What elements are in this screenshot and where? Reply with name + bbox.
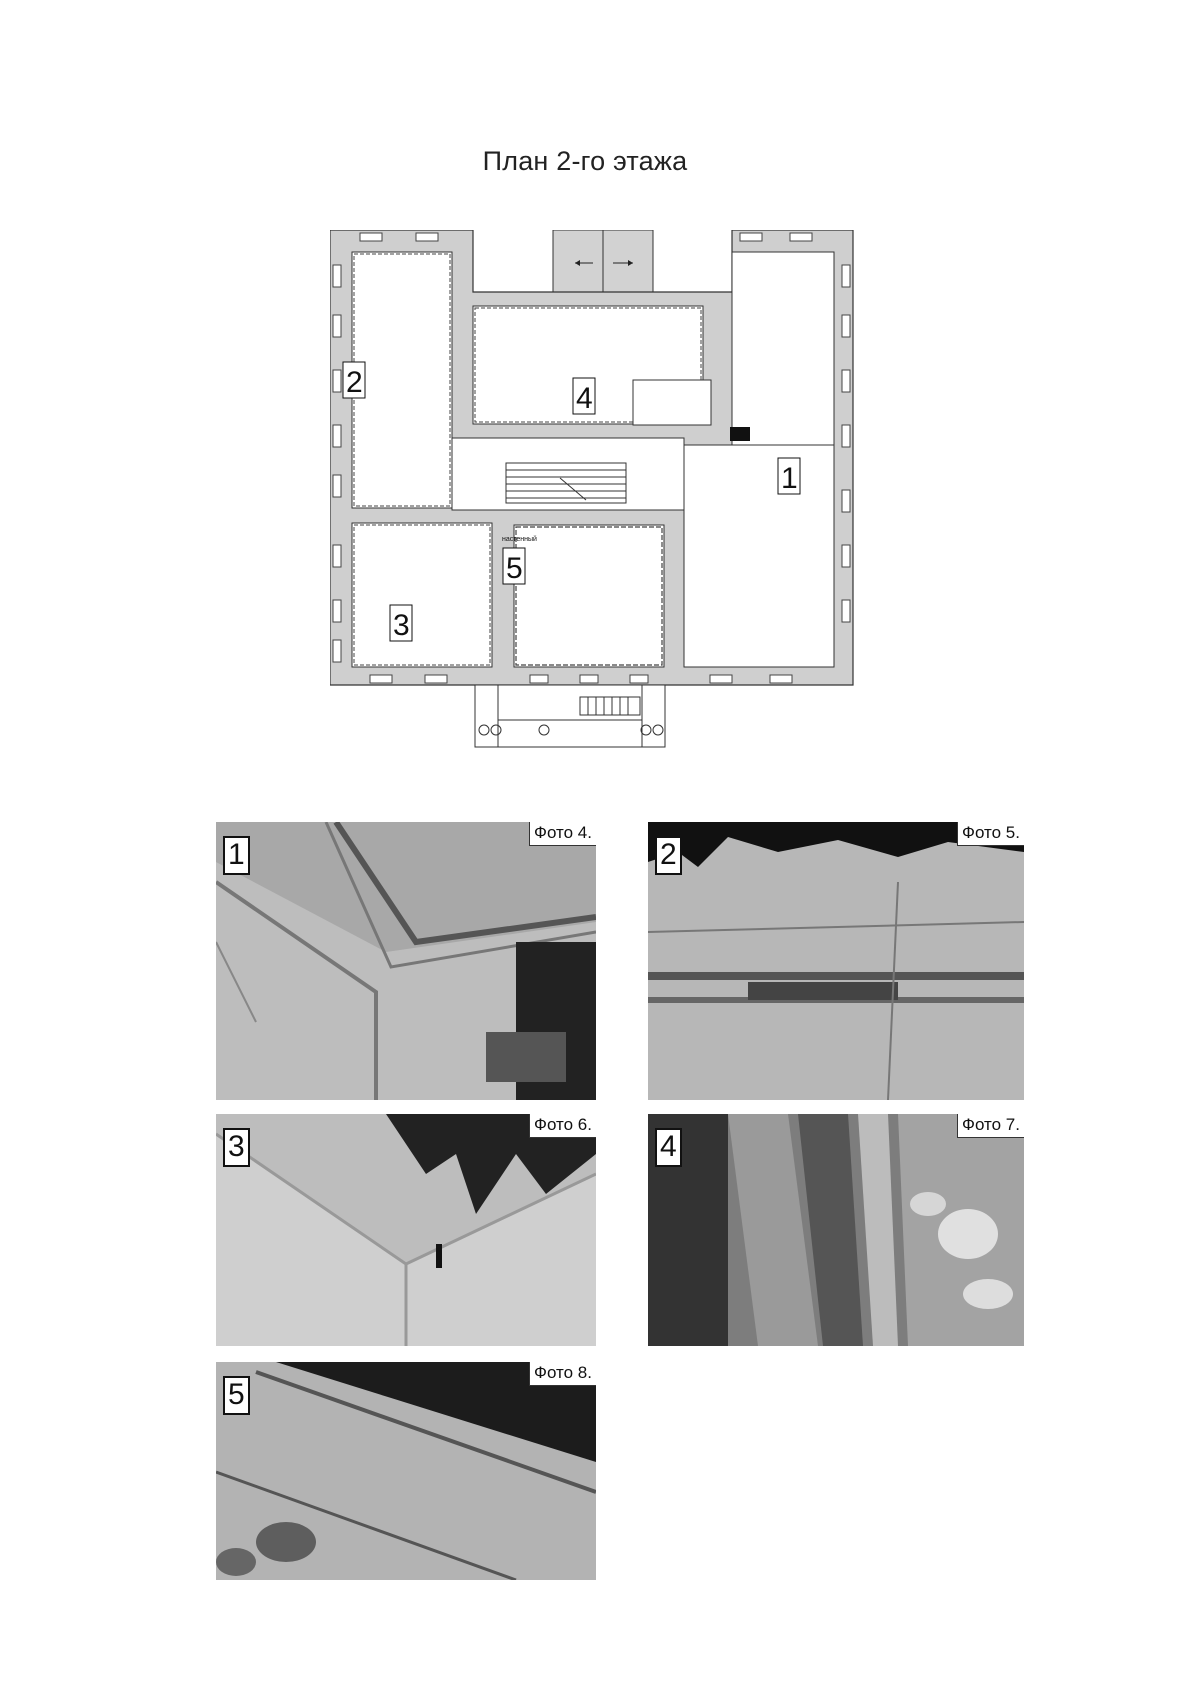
photo-1-image <box>216 822 596 1100</box>
plan-small-note: настенный <box>502 535 537 543</box>
photo-3: 3 Фото 6. <box>216 1114 596 1346</box>
photo-1: 1 Фото 4. <box>216 822 596 1100</box>
photo-5: 5 Фото 8. <box>216 1362 596 1580</box>
photo-4: 4 Фото 7. <box>648 1114 1024 1346</box>
room-label-4: 4 <box>576 382 593 415</box>
room-3 <box>351 522 493 668</box>
room-label-3: 3 <box>393 609 410 642</box>
room-label-5: 5 <box>506 552 523 585</box>
photo-number: 5 <box>223 1376 250 1415</box>
photo-number: 4 <box>655 1128 682 1167</box>
photo-caption: Фото 6. <box>529 1114 596 1138</box>
page-title: План 2-го этажа <box>482 146 688 176</box>
room-1 <box>683 444 835 668</box>
photo-2: 2 Фото 5. <box>648 822 1024 1100</box>
photo-caption: Фото 5. <box>957 822 1024 846</box>
photo-number: 2 <box>655 836 682 875</box>
room-label-2: 2 <box>346 366 363 399</box>
photo-caption: Фото 8. <box>529 1362 596 1386</box>
photo-4-image <box>648 1114 1024 1346</box>
room-5 <box>513 524 665 668</box>
room-upper-right <box>731 251 835 448</box>
photo-5-image <box>216 1362 596 1580</box>
photo-3-image <box>216 1114 596 1346</box>
photo-number: 1 <box>223 836 250 875</box>
room-label-1: 1 <box>781 462 798 495</box>
upper-right-stair <box>632 379 712 426</box>
photo-2-image <box>648 822 1024 1100</box>
photo-number: 3 <box>223 1128 250 1167</box>
central-stair <box>505 462 627 504</box>
photo-caption: Фото 4. <box>529 822 596 846</box>
porch <box>474 684 666 748</box>
room-2 <box>351 251 453 509</box>
floor-plan-diagram: 1 2 3 4 5 настенный <box>330 230 854 748</box>
photo-caption: Фото 7. <box>957 1114 1024 1138</box>
